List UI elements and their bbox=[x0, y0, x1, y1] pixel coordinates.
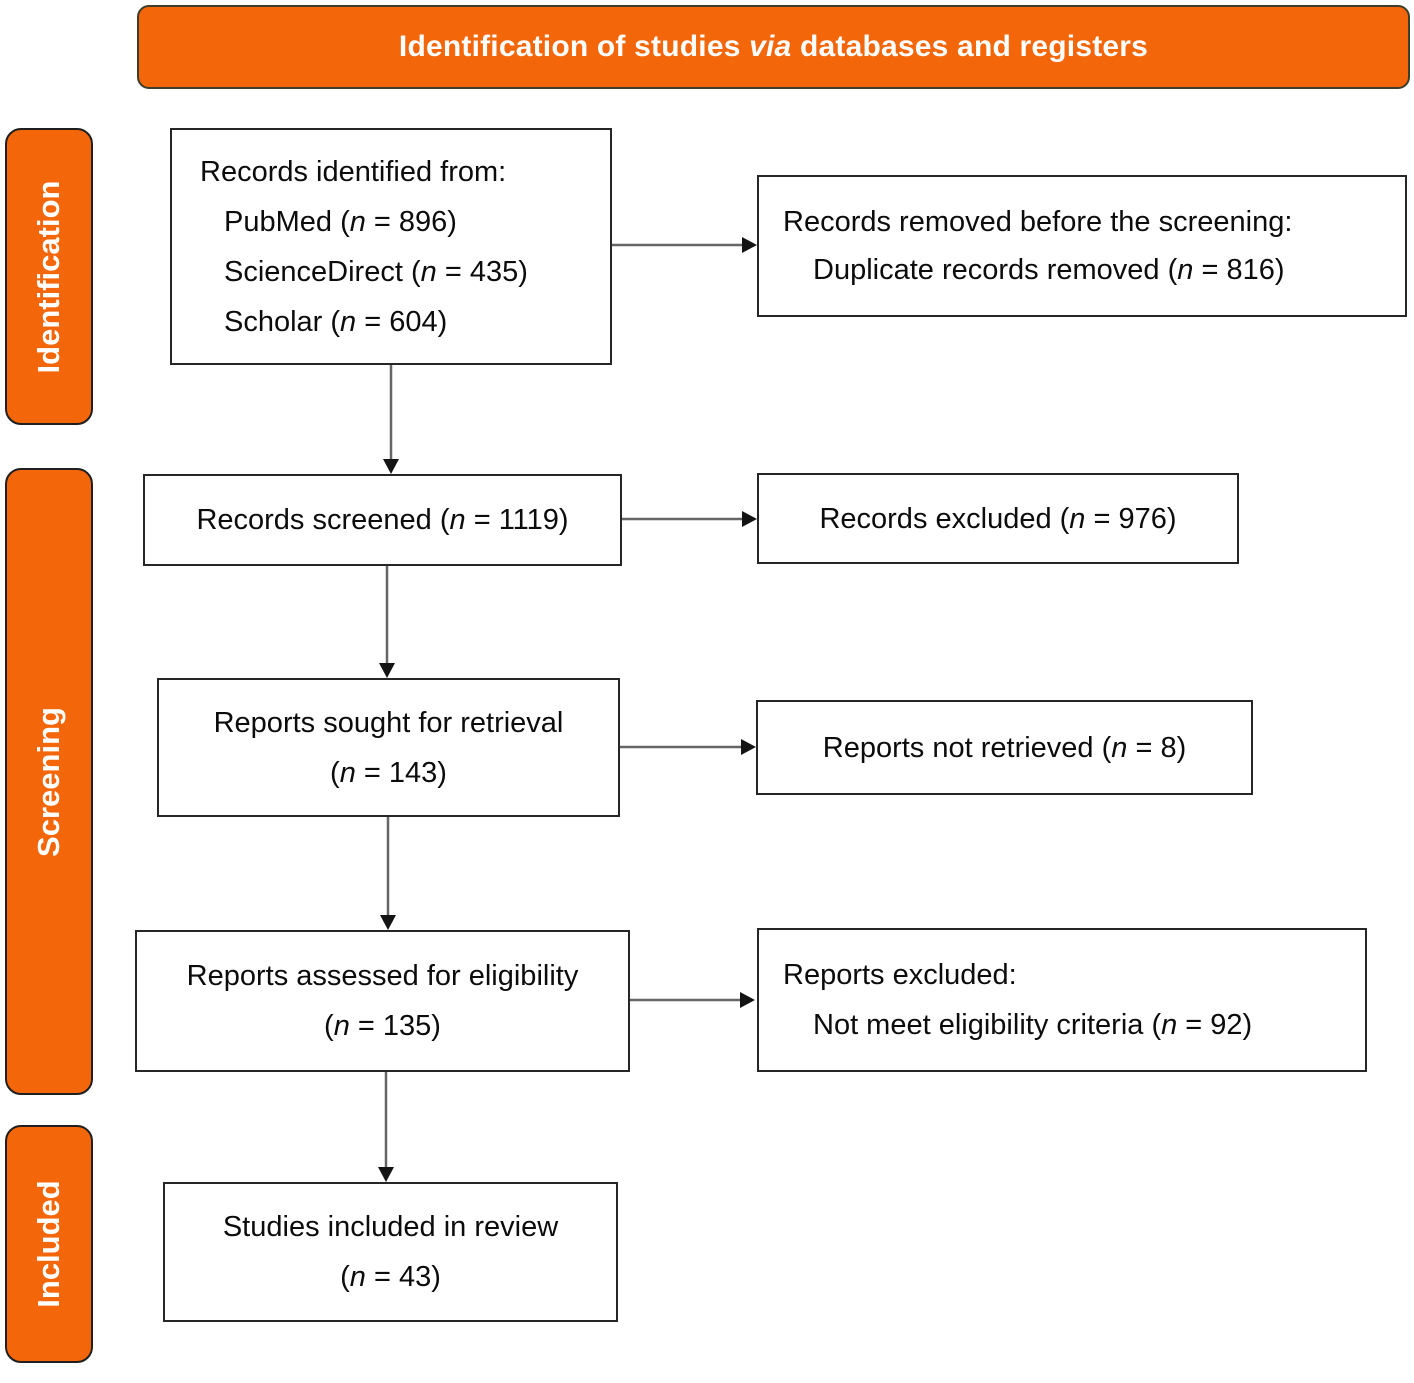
box-reports-excluded: Reports excluded: Not meet eligibility c… bbox=[757, 928, 1367, 1072]
stage-label-screening-text: Screening bbox=[31, 706, 66, 857]
box-line: (n = 43) bbox=[340, 1261, 441, 1293]
arrow-right-sought-to-not-retrieved bbox=[620, 739, 756, 755]
arrow-right-identified-to-removed bbox=[612, 237, 757, 253]
box-records-removed: Records removed before the screening: Du… bbox=[757, 175, 1407, 317]
arrow-down-identified-to-screened bbox=[383, 365, 399, 474]
stage-label-identification-text: Identification bbox=[31, 180, 66, 373]
box-records-screened: Records screened (n = 1119) bbox=[143, 474, 622, 566]
stage-label-included-text: Included bbox=[31, 1180, 66, 1308]
arrow-down-assessed-to-included bbox=[378, 1072, 394, 1182]
box-line: Records identified from: bbox=[200, 155, 507, 188]
stage-label-included: Included bbox=[5, 1125, 93, 1363]
arrow-right-screened-to-excluded bbox=[622, 511, 757, 527]
arrow-right-assessed-to-excluded bbox=[630, 992, 755, 1008]
box-line: Scholar (n = 604) bbox=[224, 305, 448, 338]
arrow-down-sought-to-assessed bbox=[380, 817, 396, 930]
box-line: Reports not retrieved (n = 8) bbox=[822, 731, 1187, 764]
box-reports-assessed: Reports assessed for eligibility (n = 13… bbox=[135, 930, 630, 1072]
box-line: Studies included in review bbox=[222, 1211, 559, 1243]
box-line: Duplicate records removed (n = 816) bbox=[813, 254, 1285, 286]
box-line: Reports excluded: bbox=[783, 959, 1017, 991]
box-line: Records excluded (n = 976) bbox=[819, 502, 1177, 535]
box-line: Records screened (n = 1119) bbox=[196, 504, 569, 536]
box-records-excluded: Records excluded (n = 976) bbox=[757, 473, 1239, 564]
box-line: ScienceDirect (n = 435) bbox=[224, 255, 528, 288]
arrow-down-screened-to-sought bbox=[379, 566, 395, 678]
box-line: PubMed (n = 896) bbox=[224, 205, 457, 238]
box-studies-included: Studies included in review (n = 43) bbox=[163, 1182, 618, 1322]
box-line: Reports assessed for eligibility bbox=[186, 960, 579, 992]
box-reports-not-retrieved: Reports not retrieved (n = 8) bbox=[756, 700, 1253, 795]
stage-label-identification: Identification bbox=[5, 128, 93, 425]
box-reports-sought: Reports sought for retrieval (n = 143) bbox=[157, 678, 620, 817]
box-line: Records removed before the screening: bbox=[783, 206, 1293, 238]
box-line: (n = 143) bbox=[330, 756, 447, 789]
box-line: Not meet eligibility criteria (n = 92) bbox=[813, 1009, 1253, 1041]
box-records-identified: Records identified from: PubMed (n = 896… bbox=[170, 128, 612, 365]
banner: Identification of studies via databases … bbox=[137, 5, 1410, 89]
banner-title: Identification of studies via databases … bbox=[398, 30, 1149, 63]
box-line: (n = 135) bbox=[324, 1010, 441, 1042]
box-line: Reports sought for retrieval bbox=[213, 706, 564, 739]
stage-label-screening: Screening bbox=[5, 468, 93, 1095]
